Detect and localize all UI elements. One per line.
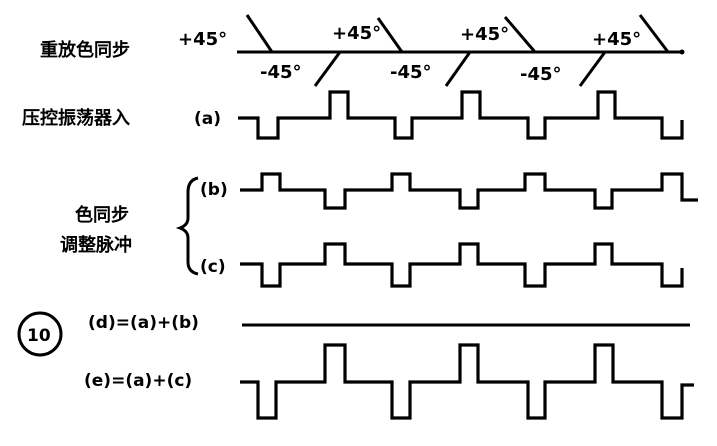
angle-plus-1: +45° bbox=[178, 29, 227, 50]
waveform-c bbox=[240, 242, 684, 288]
angle-minus-2: -45° bbox=[390, 62, 432, 83]
angle-minus-3: -45° bbox=[520, 64, 562, 85]
burst-phase-line bbox=[237, 14, 685, 87]
label-vco-input: 压控振荡器入 bbox=[22, 107, 130, 129]
label-sum-e: (e)=(a)+(c) bbox=[84, 371, 192, 391]
brace bbox=[175, 176, 199, 276]
angle-plus-3: +45° bbox=[460, 24, 509, 45]
angle-plus-4: +45° bbox=[592, 29, 641, 50]
waveform-b bbox=[240, 172, 698, 210]
angle-minus-1: -45° bbox=[260, 62, 302, 83]
minus-slash-2 bbox=[444, 51, 472, 87]
minus-slash-3 bbox=[578, 51, 607, 87]
plus-slash-1 bbox=[245, 14, 274, 53]
figure-number: 10 bbox=[27, 326, 51, 346]
label-sig-c: (c) bbox=[200, 257, 226, 277]
plus-slash-3 bbox=[503, 16, 537, 53]
label-sig-b: (b) bbox=[200, 180, 228, 200]
label-sig-a: (a) bbox=[194, 109, 221, 129]
minus-slash-1 bbox=[313, 51, 342, 87]
waveform-a bbox=[238, 90, 684, 140]
plus-slash-4 bbox=[638, 14, 670, 53]
plus-slash-2 bbox=[376, 17, 404, 53]
label-burst: 重放色同步 bbox=[40, 39, 130, 61]
label-sum-d: (d)=(a)+(b) bbox=[88, 313, 199, 333]
angle-plus-2: +45° bbox=[332, 23, 381, 44]
label-adj-line1: 色同步 bbox=[75, 204, 129, 226]
waveform-e bbox=[240, 343, 694, 420]
label-adj-line2: 调整脉冲 bbox=[60, 234, 132, 256]
figure-number-circle bbox=[17, 311, 63, 357]
